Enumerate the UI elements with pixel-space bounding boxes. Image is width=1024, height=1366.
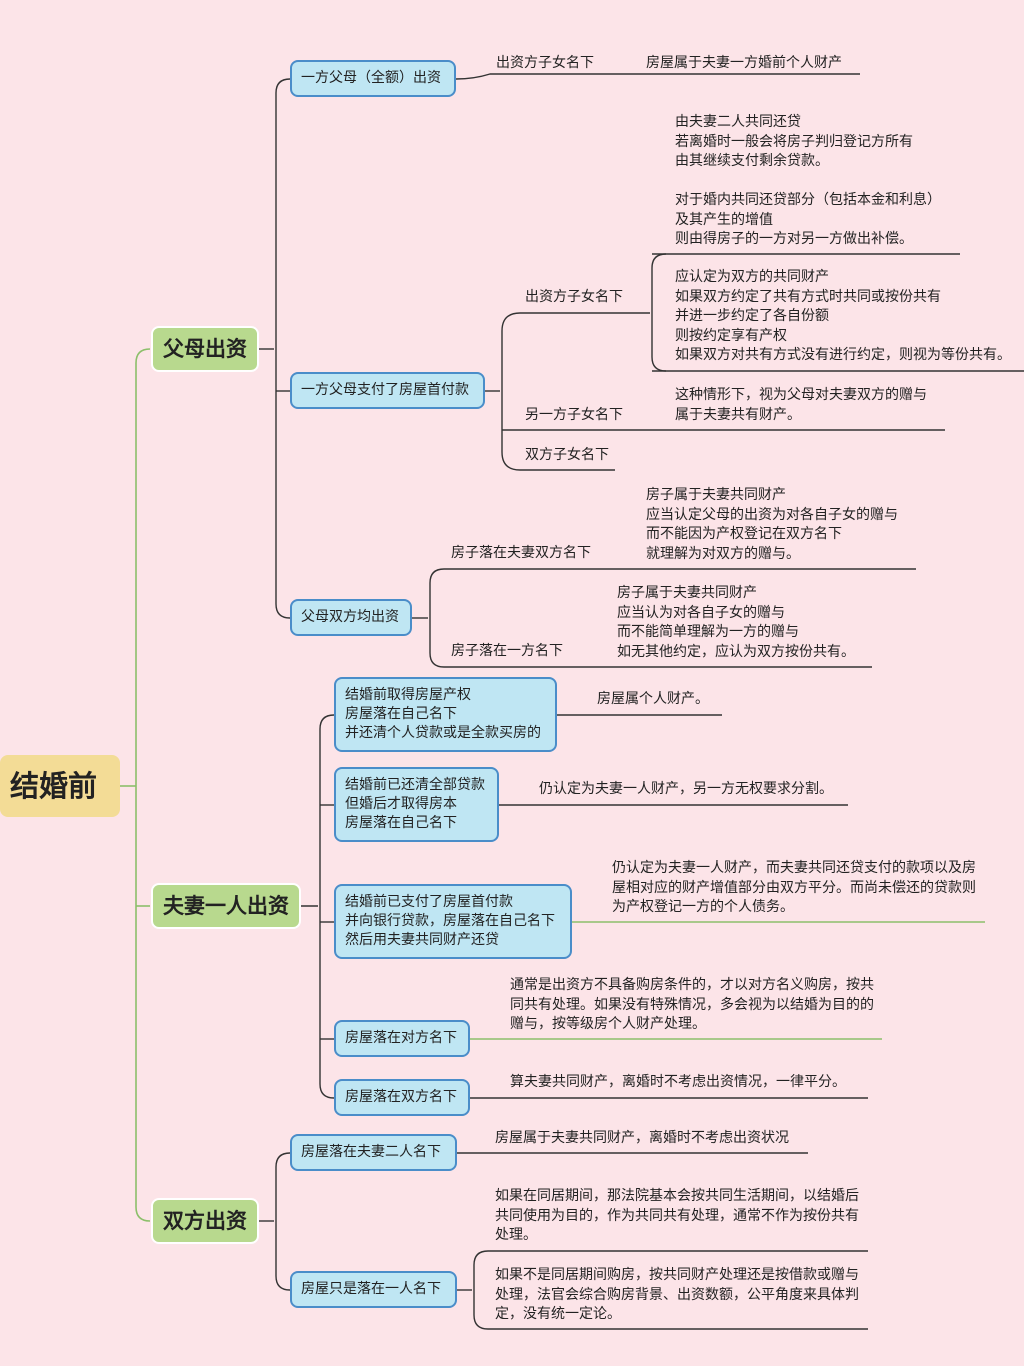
text-both-one-note2: 如果不是同居期间购房，按共同财产处理还是按借款或赠与处理，法官会综合购房背景、出… [495, 1267, 859, 1322]
text-down-other-note: 这种情形下，视为父母对夫妻双方的赠与 属于夫妻共有财产。 [675, 387, 927, 423]
text-both-couple-note: 房屋属于夫妻共同财产，离婚时不考虑出资状况 [495, 1130, 789, 1146]
text-full-result: 房屋属于夫妻一方婚前个人财产 [646, 55, 842, 71]
branch-parents-funding[interactable]: 父母出资 [151, 326, 259, 372]
text-single-note-0: 房屋属个人财产。 [597, 691, 709, 707]
text-both-one-note1: 如果在同居期间，那法院基本会按共同生活期间，以结婚后共同使用为目的，作为共同共有… [495, 1188, 859, 1243]
node-both-couple-names[interactable]: 房屋落在夫妻二人名下 [290, 1134, 457, 1171]
text-single-note-2: 仍认定为夫妻一人财产，而夫妻共同还贷支付的款项以及房屋相对应的财产增值部分由双方… [612, 860, 976, 915]
text-down-common: 应认定为双方的共同财产 如果双方约定了共有方式时共同或按份共有 并进一步约定了各… [675, 269, 1011, 363]
text-bothparents-both-note: 房子属于夫妻共同财产 应当认定父母的出资为对各自子女的赠与 而不能因为产权登记在… [646, 487, 898, 562]
text-bothparents-one-name: 房子落在一方名下 [451, 643, 563, 659]
branch-single-funding[interactable]: 夫妻一人出资 [151, 883, 301, 929]
root-node[interactable]: 结婚前 [0, 755, 120, 817]
text-single-note-3: 通常是出资方不具备购房条件的，才以对方名义购房，按共同共有处理。如果没有特殊情况… [510, 977, 874, 1032]
node-both-parents[interactable]: 父母双方均出资 [290, 599, 412, 636]
node-both-one-name[interactable]: 房屋只是落在一人名下 [290, 1271, 457, 1308]
text-down-both-name: 双方子女名下 [525, 447, 609, 463]
text-down-own-note1: 由夫妻二人共同还贷 若离婚时一般会将房子判归登记方所有 由其继续支付剩余贷款。 [675, 114, 913, 169]
node-single-loan-cleared[interactable]: 结婚前已还清全部贷款 但婚后才取得房本 房屋落在自己名下 [334, 767, 499, 842]
node-single-down-payment[interactable]: 结婚前已支付了房屋首付款 并向银行贷款，房屋落在自己名下 然后用夫妻共同财产还贷 [334, 884, 572, 959]
node-single-other-name[interactable]: 房屋落在对方名下 [334, 1020, 470, 1057]
node-one-parent-full[interactable]: 一方父母（全额）出资 [290, 60, 456, 97]
text-single-note-4: 算夫妻共同财产，离婚时不考虑出资情况，一律平分。 [510, 1074, 846, 1090]
branch-both-funding[interactable]: 双方出资 [151, 1198, 259, 1244]
text-full-owner: 出资方子女名下 [496, 55, 594, 71]
text-bothparents-both-name: 房子落在夫妻双方名下 [451, 545, 591, 561]
text-down-other-name: 另一方子女名下 [525, 407, 623, 423]
node-single-full-paid[interactable]: 结婚前取得房屋产权 房屋落在自己名下 并还清个人贷款或是全款买房的 [334, 677, 557, 752]
text-bothparents-one-note: 房子属于夫妻共同财产 应当认为对各自子女的赠与 而不能简单理解为一方的赠与 如无… [617, 585, 855, 660]
node-one-parent-down-payment[interactable]: 一方父母支付了房屋首付款 [290, 372, 485, 409]
node-single-both-names[interactable]: 房屋落在双方名下 [334, 1079, 470, 1116]
text-single-note-1: 仍认定为夫妻一人财产，另一方无权要求分割。 [539, 781, 833, 797]
text-down-own-note2: 对于婚内共同还贷部分（包括本金和利息） 及其产生的增值 则由得房子的一方对另一方… [675, 192, 941, 247]
text-down-own-name: 出资方子女名下 [525, 289, 623, 305]
